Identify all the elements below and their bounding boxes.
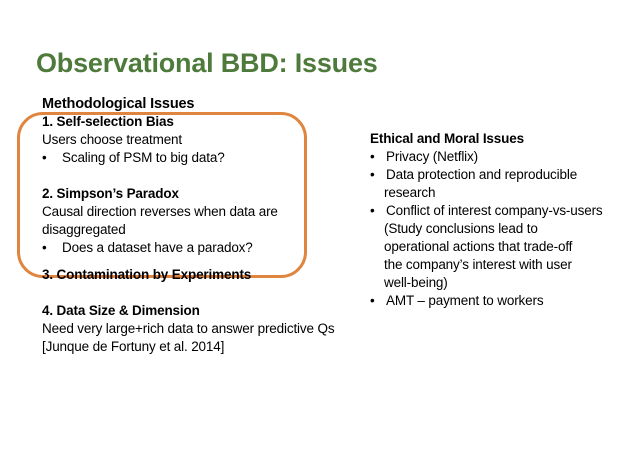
list-item-label: Data protection and reproducible [386, 167, 578, 182]
spacer [42, 284, 372, 302]
issue-heading: 3. Contamination by Experiments [42, 267, 252, 282]
list-item-continuation: the company’s interest with user [384, 257, 572, 272]
list-item-continuation: well-being) [384, 275, 448, 290]
list-item-label: Scaling of PSM to big data? [62, 150, 225, 165]
bullet-dot-icon: • [370, 167, 375, 182]
list-item-continuation: operational actions that trade-off [384, 239, 573, 254]
issue-item-data-size-and-dimension: 4. Data Size & Dimension Need very large… [42, 302, 372, 356]
bullet-dot-icon: • [370, 293, 375, 308]
issue-citation: [Junque de Fortuny et al. 2014] [42, 339, 225, 354]
list-item: • Data protection and reproducible [370, 166, 632, 184]
left-column: Methodological Issues 1. Self-selection … [42, 95, 372, 356]
page-title: Observational BBD: Issues [36, 48, 378, 78]
list-item-label: Does a dataset have a paradox? [62, 240, 253, 255]
list-item-continuation: research [384, 185, 436, 200]
list-item: • Scaling of PSM to big data? [42, 149, 372, 167]
issue-item-self-selection-bias: 1. Self-selection Bias Users choose trea… [42, 113, 372, 167]
issue-body-line: Need very large+rich data to answer pred… [42, 321, 335, 336]
issue-item-simpsons-paradox: 2. Simpson’s Paradox Causal direction re… [42, 185, 372, 257]
list-item-label: Privacy (Netflix) [386, 149, 478, 164]
list-item-label: AMT – payment to workers [386, 293, 544, 308]
list-item-continuation: (Study conclusions lead to [384, 221, 538, 236]
bullet-dot-icon: • [42, 150, 47, 165]
issue-body-line: Users choose treatment [42, 132, 183, 147]
list-item: • Privacy (Netflix) [370, 148, 632, 166]
issue-body-line: Causal direction reverses when data are [42, 204, 278, 219]
right-column: Ethical and Moral Issues • Privacy (Netf… [370, 130, 632, 310]
bullet-dot-icon: • [42, 240, 47, 255]
issue-heading: 4. Data Size & Dimension [42, 303, 200, 318]
list-item: • Conflict of interest company-vs-users [370, 202, 632, 220]
list-item-label: Conflict of interest company-vs-users [386, 203, 603, 218]
right-column-heading: Ethical and Moral Issues [370, 131, 524, 146]
bullet-dot-icon: • [370, 149, 375, 164]
spacer [42, 167, 372, 185]
issue-heading: 2. Simpson’s Paradox [42, 186, 179, 201]
spacer [42, 257, 372, 266]
list-item: • AMT – payment to workers [370, 292, 632, 310]
issue-item-contamination-by-experiments: 3. Contamination by Experiments [42, 266, 372, 284]
issue-heading: 1. Self-selection Bias [42, 114, 174, 129]
list-item: • Does a dataset have a paradox? [42, 239, 372, 257]
bullet-dot-icon: • [370, 203, 375, 218]
left-column-heading: Methodological Issues [42, 96, 195, 112]
issue-body-line: disaggregated [42, 222, 126, 237]
